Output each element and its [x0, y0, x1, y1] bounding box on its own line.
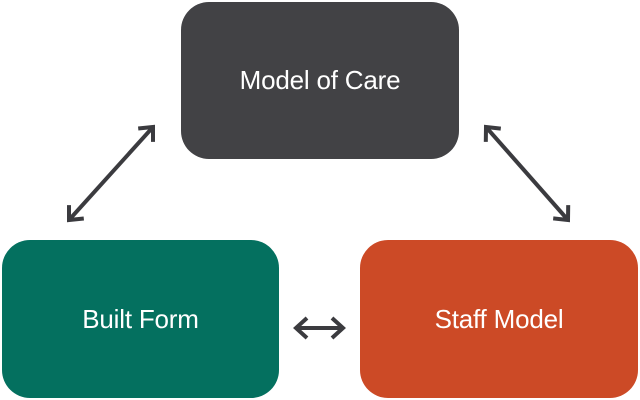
arrow-built-form-staff-model: [293, 316, 346, 340]
node-built-form-label: Built Form: [82, 303, 199, 334]
arrow-model-of-care-staff-model: [483, 124, 571, 223]
node-model-of-care-label: Model of Care: [239, 65, 401, 95]
node-staff-model-label: Staff Model: [434, 303, 564, 334]
arrow-model-of-care-built-form: [67, 124, 155, 223]
node-staff-model: Staff Model: [360, 240, 638, 398]
node-built-form: Built Form: [2, 240, 279, 398]
node-model-of-care: Model of Care: [181, 2, 459, 159]
